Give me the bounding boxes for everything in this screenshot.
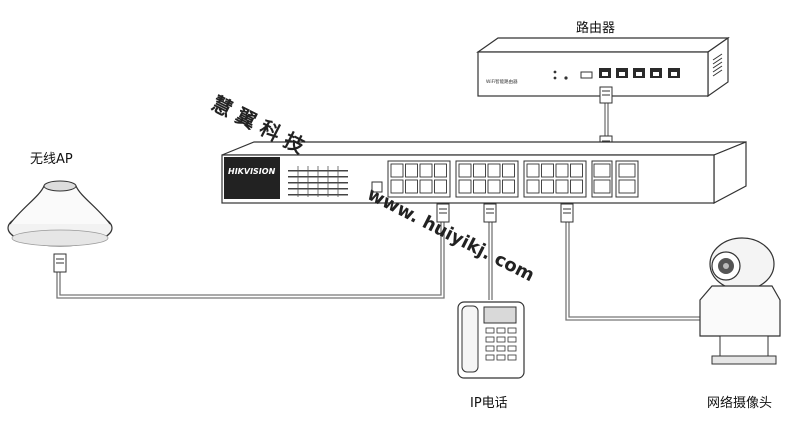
switch-port	[487, 163, 501, 178]
rj45-plug-router	[599, 86, 613, 104]
cable-ap-switch	[56, 222, 445, 299]
switch-uplink-port	[618, 163, 636, 178]
switch-port	[570, 163, 583, 178]
switch-port	[434, 163, 447, 178]
switch-port	[555, 163, 569, 178]
switch-uplink-port	[593, 163, 611, 178]
switch-port	[487, 179, 501, 194]
switch-uplink-port	[618, 179, 636, 194]
router-model-text: WiFi智能路由器	[486, 78, 518, 85]
switch-device: HIKVISION	[221, 141, 747, 204]
cable-ap-switch-2	[59, 222, 442, 296]
cable-camera-switch	[565, 222, 712, 321]
switch-port	[405, 179, 418, 194]
switch-port	[390, 163, 404, 178]
switch-uplink-port	[593, 179, 611, 194]
router-device: WiFi智能路由器	[476, 36, 730, 98]
switch-port	[541, 179, 554, 194]
switch-ports	[390, 163, 636, 194]
cables	[56, 102, 712, 321]
rj45-plug-phone	[483, 203, 497, 223]
ap-label: 无线AP	[30, 152, 73, 167]
ip-phone-device	[457, 301, 525, 379]
wireless-ap-device	[7, 180, 113, 273]
network-camera-device	[699, 237, 781, 365]
switch-port	[526, 163, 540, 178]
switch-port	[458, 163, 472, 178]
switch-port	[390, 179, 404, 194]
switch-port	[405, 163, 418, 178]
switch-port	[458, 179, 472, 194]
rj45-plug-camera	[560, 203, 574, 223]
rj45-plug-ap	[436, 203, 450, 223]
switch-port	[473, 163, 486, 178]
switch-port	[473, 179, 486, 194]
switch-port	[502, 179, 515, 194]
switch-port	[419, 179, 433, 194]
switch-port	[502, 163, 515, 178]
switch-port	[419, 163, 433, 178]
switch-port	[555, 179, 569, 194]
camera-label: 网络摄像头	[707, 396, 773, 411]
switch-brand-logo: HIKVISION	[228, 167, 276, 176]
switch-port	[526, 179, 540, 194]
ip-phone-label: IP电话	[470, 396, 508, 411]
cable-camera-switch-2	[568, 222, 712, 318]
router-label: 路由器	[576, 21, 616, 36]
switch-port	[570, 179, 583, 194]
switch-port	[541, 163, 554, 178]
switch-port	[434, 179, 447, 194]
